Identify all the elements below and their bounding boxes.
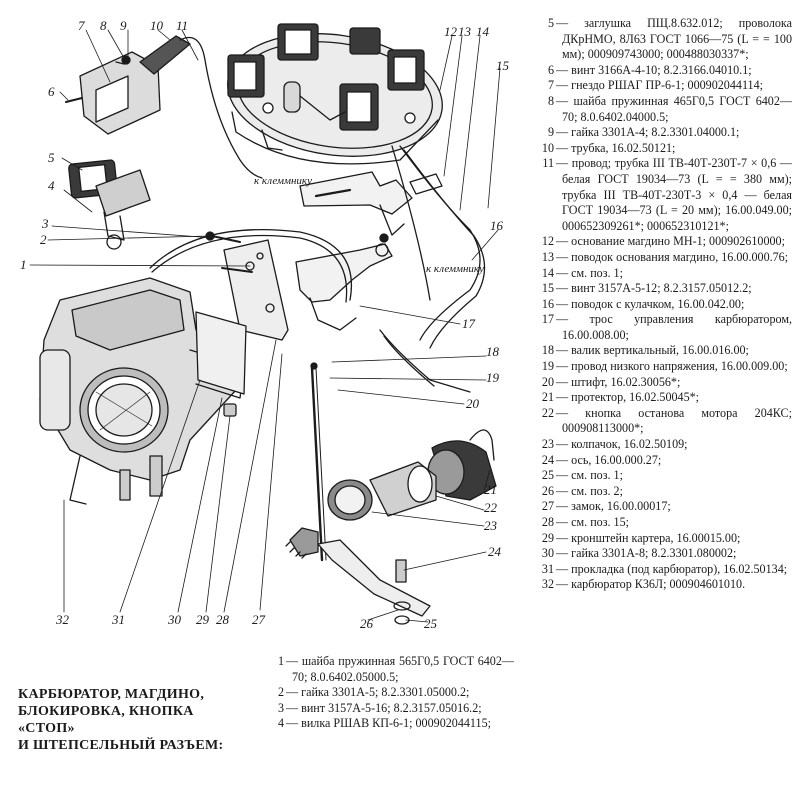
callout-7: 7 <box>78 18 85 33</box>
callout-26: 26 <box>360 616 374 631</box>
callout-6: 6 <box>48 84 55 99</box>
legend-item-2: 2— гайка 3301А-5; 8.2.3301.05000.2; <box>277 685 470 700</box>
legend-item-13: 13— поводок основания магдино, 16.00.000… <box>541 249 789 264</box>
callout-12: 12 <box>444 24 458 39</box>
callout-14: 14 <box>476 24 490 39</box>
throttle-cable-17 <box>149 229 352 303</box>
callout-3: 3 <box>41 216 49 231</box>
callout-10: 10 <box>150 18 164 33</box>
wire-label-terminal-right: к клеммнику <box>426 263 484 275</box>
legend-item-8: 8— шайба пружинная 465Г0,5 ГОСТ 6402—70;… <box>547 93 792 124</box>
connector-plug-socket <box>65 35 263 250</box>
caption-line-3: и штепсельный разъем: <box>18 738 224 753</box>
callout-32: 32 <box>55 612 70 627</box>
stop-button-assembly <box>327 429 497 521</box>
callout-9: 9 <box>120 18 127 33</box>
legend-item-6: 6— винт 3166А-4-10; 8.2.3166.04010.1; <box>547 62 752 77</box>
callout-28: 28 <box>216 612 230 627</box>
callout-20: 20 <box>466 396 480 411</box>
legend-item-29: 29— кронштейн картера, 16.00015.00; <box>541 530 741 545</box>
legend-item-15: 15— винт 3157А-5-12; 8.2.3157.05012.2; <box>541 281 752 296</box>
legend-item-20: 20— штифт, 16.02.30056*; <box>541 374 681 389</box>
legend-item-24: 24— ось, 16.00.000.27; <box>541 452 662 467</box>
caption-line-2: блокировка, кнопка «стоп» <box>18 704 194 736</box>
caption-line-1: Карбюратор, магдино, <box>18 687 205 702</box>
legend-item-27: 27— замок, 16.00.00017; <box>541 499 671 514</box>
legend-item-30: 30— гайка 3301А-8; 8.2.3301.080002; <box>541 546 737 561</box>
callout-21: 21 <box>484 482 497 497</box>
callout-4: 4 <box>48 178 55 193</box>
callout-30: 30 <box>167 612 182 627</box>
legend-item-19: 19— провод низкого напряжения, 16.00.009… <box>541 359 788 374</box>
cam-lever-16 <box>295 233 393 331</box>
legend-item-22: 22— кнопка останова мотора 204КС; 000908… <box>541 405 792 436</box>
legend-item-10: 10— трубка, 16.02.50121; <box>541 140 676 155</box>
callout-23: 23 <box>484 518 498 533</box>
legend-item-18: 18— валик вертикальный, 16.00.016.00; <box>541 343 749 358</box>
legend-item-32: 32— карбюратор К36Л; 000904601010. <box>541 577 746 592</box>
legend-item-12: 12— основание магдино МН-1; 000902610000… <box>541 234 785 249</box>
legend-item-26: 26— см. поз. 2; <box>541 483 623 498</box>
callout-18: 18 <box>486 344 500 359</box>
callout-11: 11 <box>176 18 188 33</box>
callout-31: 31 <box>111 612 125 627</box>
callout-24: 24 <box>488 544 502 559</box>
figure-caption: Карбюратор, магдино, блокировка, кнопка … <box>18 686 254 754</box>
callout-29: 29 <box>196 612 210 627</box>
legend-item-9: 9— гайка 3301А-4; 8.2.3301.04000.1; <box>547 125 740 140</box>
magneto-base-12 <box>227 23 443 165</box>
carburetor-32 <box>39 277 245 505</box>
callout-17: 17 <box>462 316 476 331</box>
callout-leader-lines <box>29 29 501 623</box>
legend-item-23: 23— колпачок, 16.02.50109; <box>541 437 688 452</box>
callout-16: 16 <box>490 218 504 233</box>
legend-item-21: 21— протектор, 16.02.50045*; <box>541 390 700 405</box>
vertical-shaft-18 <box>285 362 431 625</box>
callout-2: 2 <box>40 232 47 247</box>
legend-item-31: 31— прокладка (под карбюратор), 16.02.50… <box>541 561 788 576</box>
callout-25: 25 <box>424 616 438 631</box>
callout-numbers: 1 2 3 4 5 6 7 8 9 10 11 12 13 14 15 16 1… <box>20 18 510 631</box>
callout-22: 22 <box>484 500 498 515</box>
callout-1: 1 <box>20 257 27 272</box>
legend-item-3: 3— винт 3157А-5-16; 8.2.3157.05016.2; <box>277 700 482 715</box>
wire-label-terminal-top: к клеммнику <box>254 175 312 187</box>
callout-15: 15 <box>496 58 510 73</box>
legend-item-1: 1— шайба пружинная 565Г0,5 ГОСТ 6402—70;… <box>277 654 514 684</box>
legend-item-11: 11— провод; трубка III ТВ-40Т-230Т-7 × 0… <box>542 156 792 233</box>
magneto-base-lever-13 <box>299 171 443 236</box>
legend-item-4: 4— вилка РШАВ КП-6-1; 000902044115; <box>277 716 491 731</box>
legend-item-14: 14— см. поз. 1; <box>541 265 623 280</box>
exploded-assembly-drawing: 1 2 3 4 5 6 7 8 9 10 11 12 13 14 15 16 1… <box>20 18 510 631</box>
legend-item-5: 5— заглушка ПЩ.8.632.012; проволока ДКрН… <box>547 16 792 62</box>
legend-item-28: 28— см. поз. 15; <box>541 515 629 529</box>
legend-bottom-column: 1— шайба пружинная 565Г0,5 ГОСТ 6402—70;… <box>250 654 514 732</box>
legend-item-16: 16— поводок с кулачком, 16.00.042.00; <box>541 296 745 311</box>
callout-13: 13 <box>458 24 472 39</box>
gasket-31-nut-30 <box>195 311 247 417</box>
callout-27: 27 <box>252 612 266 627</box>
callout-5: 5 <box>48 150 55 165</box>
legend-item-17: 17— трос управления карбюратором, 16.00.… <box>541 312 792 342</box>
callout-8: 8 <box>100 18 107 33</box>
legend-right-column: 5— заглушка ПЩ.8.632.012; проволока ДКрН… <box>520 16 792 593</box>
legend-item-25: 25— см. поз. 1; <box>541 468 623 483</box>
callout-19: 19 <box>486 370 500 385</box>
legend-item-7: 7— гнездо РШАГ ПР-6-1; 000902044114; <box>547 78 763 93</box>
